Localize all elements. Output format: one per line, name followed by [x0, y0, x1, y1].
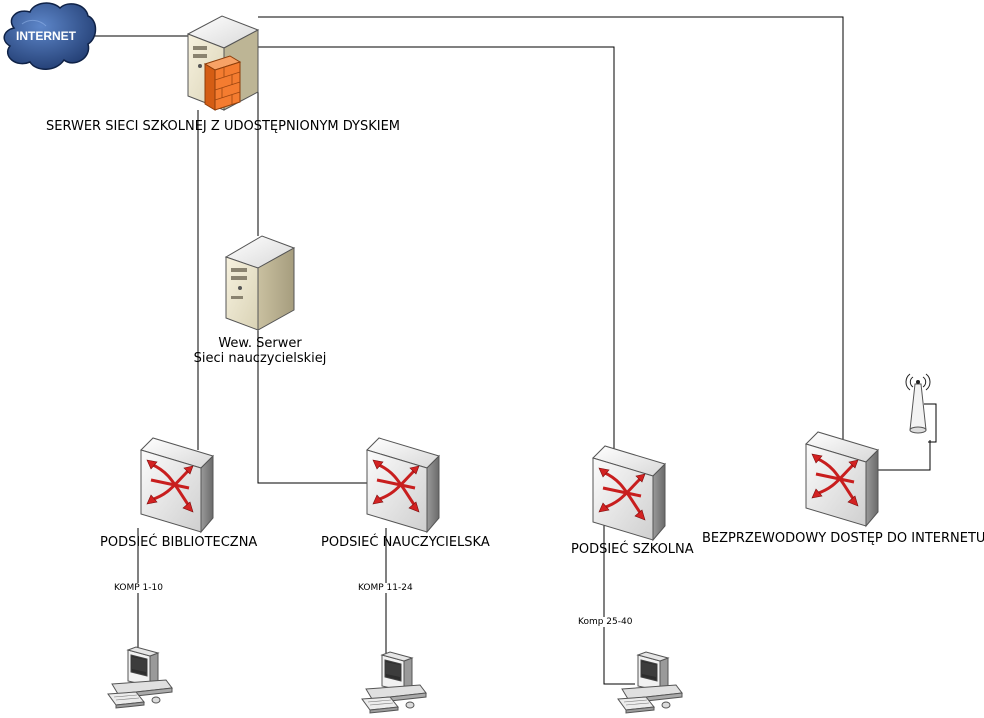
link-wireless-antenna — [877, 440, 931, 471]
library-subnet-label: PODSIEĆ BIBLIOTECZNA — [100, 535, 258, 550]
wireless-access-label: BEZPRZEWODOWY DOSTĘP DO INTERNETU — [702, 531, 984, 546]
firewall-icon — [203, 55, 242, 111]
teacher-server-label-line1: Wew. Serwer — [218, 336, 302, 351]
school-computer-icon — [617, 651, 683, 714]
library-switch-icon — [139, 436, 215, 534]
school-computers-label: Komp 25-40 — [578, 617, 633, 627]
teacher-computers-label: KOMP 11-24 — [358, 583, 413, 593]
link-server-school-switch — [258, 46, 615, 510]
teacher-server-icon — [224, 235, 296, 331]
teacher-computer-icon — [361, 651, 427, 714]
teacher-server-label-line2: Sieci nauczycielskiej — [193, 351, 327, 366]
connection-lines — [92, 16, 931, 685]
main-server-label: SERWER SIECI SZKOLNEJ Z UDOSTĘPNIONYM DY… — [46, 119, 401, 134]
link-server-wireless — [258, 16, 844, 478]
wireless-antenna-icon — [905, 373, 937, 443]
wireless-switch-icon — [804, 430, 880, 528]
link-teacher-server-switch — [257, 325, 398, 484]
library-computers-label: KOMP 1-10 — [114, 583, 163, 593]
internet-label: INTERNET — [16, 29, 76, 43]
school-subnet-label: PODSIEĆ SZKOLNA — [571, 542, 694, 557]
internet-cloud-icon — [3, 2, 97, 70]
teacher-subnet-label: PODSIEĆ NAUCZYCIELSKA — [321, 535, 490, 550]
teacher-switch-icon — [365, 436, 441, 534]
library-computer-icon — [107, 646, 173, 709]
link-school-switch-pc — [603, 510, 635, 685]
teacher-server-label: Wew. Serwer Sieci nauczycielskiej — [180, 336, 340, 366]
